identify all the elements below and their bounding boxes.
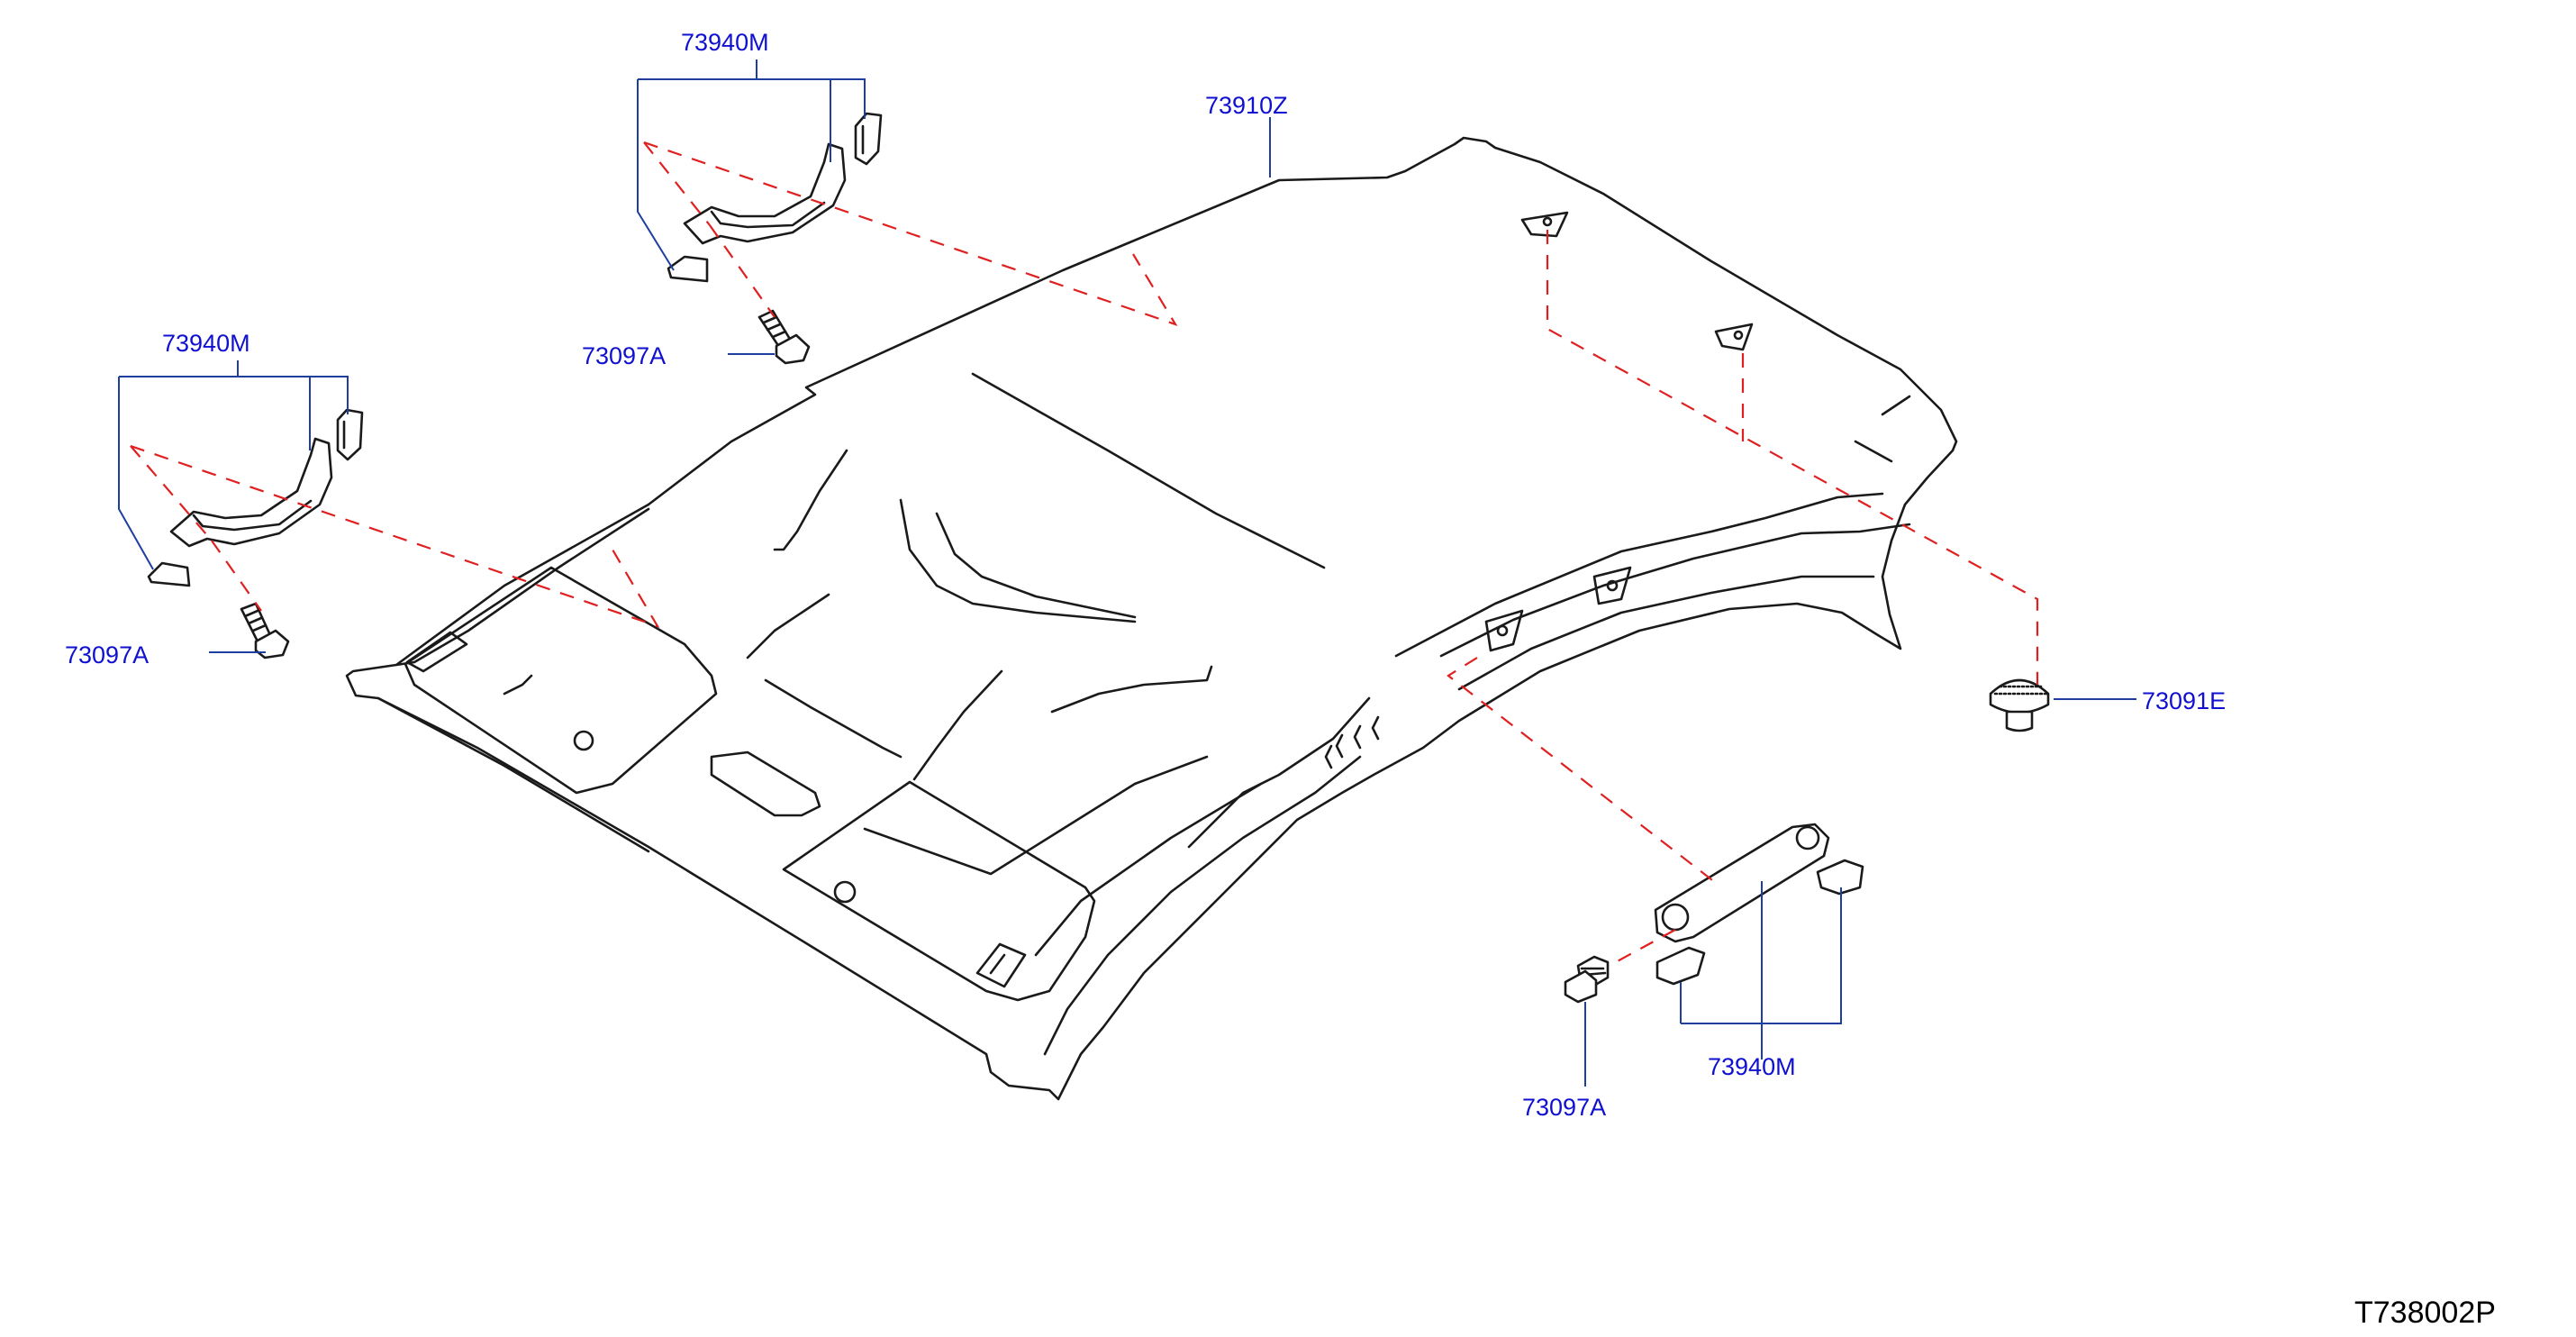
leader-lines [118, 59, 2136, 1087]
callout-clip: 73091E [2142, 687, 2226, 714]
bolt-top [757, 309, 811, 365]
assist-grip-left [147, 408, 364, 587]
bolt-right [1564, 955, 1610, 1004]
headlining-panel [345, 136, 1958, 1101]
callout-grip-right: 73940M [1708, 1053, 1796, 1080]
bolt-left [240, 602, 290, 659]
callout-bolt-right: 73097A [1522, 1094, 1606, 1121]
diagram-reference-code: T738002P [2354, 1296, 2496, 1330]
callout-grip-top: 73940M [681, 29, 769, 56]
clip-73091e [1989, 678, 2050, 732]
callout-headlining: 73910Z [1205, 92, 1288, 119]
assist-grip-right [1654, 823, 1864, 986]
callout-grip-left: 73940M [162, 330, 250, 357]
assembly-dashed-lines [130, 141, 2039, 965]
callout-bolt-left: 73097A [65, 641, 149, 668]
callout-bolt-top: 73097A [582, 342, 666, 369]
assist-grip-top [667, 112, 883, 283]
